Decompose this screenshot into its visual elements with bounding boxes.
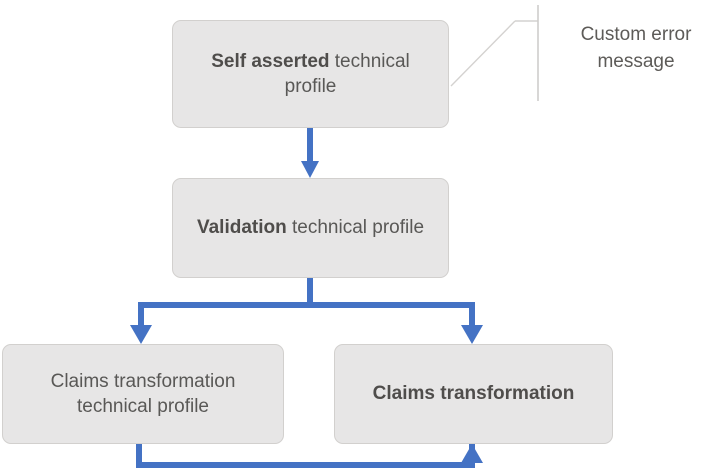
callout-line-2: message — [597, 50, 675, 72]
node-validation-label: Validation technical profile — [183, 215, 438, 240]
node-self-asserted-label: Self asserted technical profile — [183, 49, 438, 99]
callout-custom-error-message: Custom error message — [556, 22, 716, 76]
node-self-asserted-label-bold: Self asserted — [211, 50, 330, 72]
connector-validation-branch — [130, 278, 483, 344]
node-claims-transformation[interactable]: Claims transformation — [334, 344, 613, 444]
node-validation-label-bold: Validation — [196, 217, 287, 239]
node-claims-transformation-technical-profile-label: Claims transformation technical profile — [50, 370, 236, 417]
node-self-asserted-label-rest: technical profile — [284, 50, 410, 97]
node-validation-technical-profile[interactable]: Validation technical profile — [172, 178, 449, 278]
node-validation-label-rest: technical profile — [286, 217, 425, 239]
callout-line-1: Custom error — [580, 24, 692, 45]
node-claims-transformation-technical-profile[interactable]: Claims transformation technical profile — [2, 344, 284, 444]
node-claims-transformation-label: Claims transformation — [372, 383, 575, 405]
node-self-asserted-technical-profile[interactable]: Self asserted technical profile — [172, 20, 449, 128]
connector-self-asserted-to-validation — [301, 128, 319, 178]
callout-leader-line — [450, 5, 539, 101]
